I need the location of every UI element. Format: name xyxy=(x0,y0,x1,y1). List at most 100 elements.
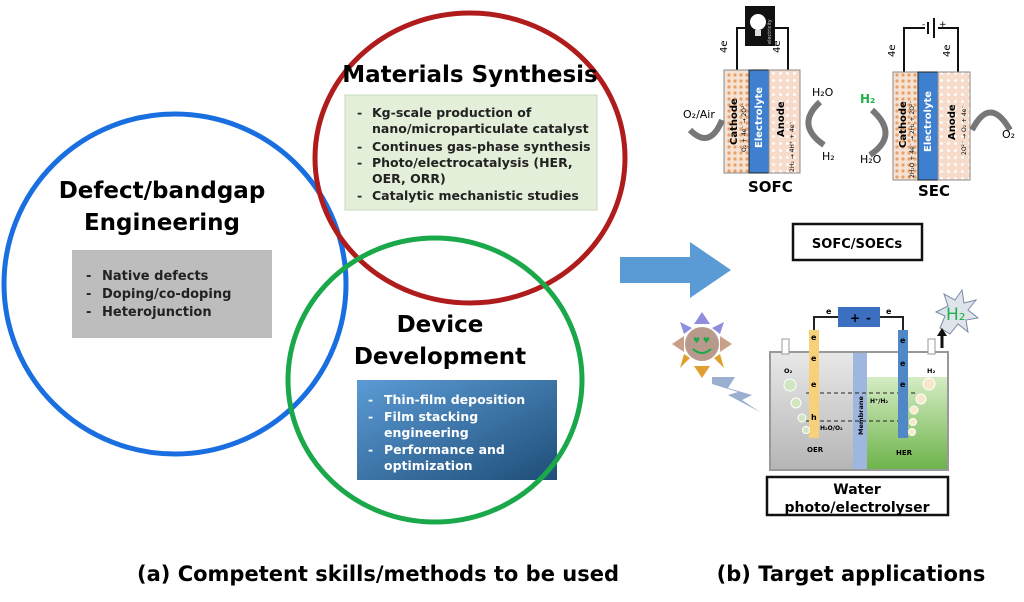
electrolyser-label-box xyxy=(765,475,950,517)
arrow-icon xyxy=(620,242,731,298)
svg-text:e: e xyxy=(900,336,906,345)
svg-text:SOFC/SOECs: SOFC/SOECs xyxy=(812,237,902,252)
sec-diagram: + - 4e 4e Cathode 2H₂O + 4e⁻ → 2H₂ + 2O²… xyxy=(860,18,1015,200)
sun-icon: ♥ ♥ xyxy=(672,312,760,412)
svg-text:-: - xyxy=(86,269,91,284)
svg-text:-: - xyxy=(368,392,373,407)
electron-label: 4e xyxy=(887,44,898,57)
svg-text:Membrane: Membrane xyxy=(857,395,865,435)
device-title: Development xyxy=(354,344,526,370)
electron-label: 4e xyxy=(719,40,730,53)
device-box xyxy=(357,380,557,480)
svg-text:e: e xyxy=(811,380,817,389)
svg-text:e: e xyxy=(900,359,906,368)
svg-text:e: e xyxy=(811,354,817,363)
materials-title: Materials Synthesis xyxy=(342,62,598,88)
svg-text:e: e xyxy=(811,333,817,342)
svg-text:photo/electrolyser: photo/electrolyser xyxy=(785,500,930,516)
svg-text:-: - xyxy=(368,442,373,457)
power-source xyxy=(838,307,880,327)
materials-item: OER, ORR) xyxy=(372,171,446,186)
materials-item: Continues gas-phase synthesis xyxy=(372,139,591,154)
svg-text:-: - xyxy=(866,311,871,325)
device-item: engineering xyxy=(384,425,469,440)
svg-text:e: e xyxy=(826,307,832,316)
caption-a: (a) Competent skills/methods to be used xyxy=(137,562,619,586)
defect-circle xyxy=(1,111,349,457)
defect-item: Native defects xyxy=(102,269,209,284)
venn: Materials Synthesis -Kg-scale production… xyxy=(1,10,628,525)
device-item: optimization xyxy=(384,458,473,473)
lightning-icon xyxy=(712,377,760,412)
svg-text:Cathode: Cathode xyxy=(898,101,909,148)
defect-box xyxy=(72,250,272,338)
svg-text:2H₂ → 4H⁺ + 4e⁻: 2H₂ → 4H⁺ + 4e⁻ xyxy=(789,121,796,172)
device-item: Film stacking xyxy=(384,409,478,424)
defect-item: Doping/co-doping xyxy=(102,287,231,302)
svg-text:+: + xyxy=(939,20,947,30)
defect-item: Heterojunction xyxy=(102,305,212,320)
svg-text:Anode: Anode xyxy=(776,101,787,137)
svg-text:♥ ♥: ♥ ♥ xyxy=(693,336,710,345)
materials-circle xyxy=(312,10,628,306)
svg-text:Electrolyte: Electrolyte xyxy=(754,87,765,148)
svg-text:OER: OER xyxy=(807,446,824,454)
svg-text:e: e xyxy=(886,307,892,316)
svg-text:O₂ + 4e⁻ → 2O²⁻: O₂ + 4e⁻ → 2O²⁻ xyxy=(741,102,748,152)
svg-text:H₂: H₂ xyxy=(822,150,835,163)
svg-text:-: - xyxy=(922,20,925,30)
svg-text:Water: Water xyxy=(833,482,881,498)
defect-title: Engineering xyxy=(84,210,240,236)
svg-text:H₂O/O₂: H₂O/O₂ xyxy=(820,425,843,432)
materials-item: nano/microparticulate catalyst xyxy=(372,121,589,136)
svg-text:-: - xyxy=(368,409,373,424)
photoanode xyxy=(809,330,819,438)
svg-text:H₂: H₂ xyxy=(927,367,935,375)
svg-text:h: h xyxy=(811,413,817,422)
svg-text:-: - xyxy=(86,305,91,320)
svg-text:H₂O: H₂O xyxy=(860,153,882,166)
electron-label: 4e xyxy=(772,40,783,53)
defect-title: Defect/bandgap xyxy=(59,178,266,204)
svg-text:O₂/Air: O₂/Air xyxy=(683,108,715,121)
device-title: Device xyxy=(397,312,484,338)
svg-text:electricity: electricity xyxy=(767,19,773,44)
sofc-label: SOFC xyxy=(748,178,793,196)
svg-text:+: + xyxy=(850,311,860,325)
svg-text:-: - xyxy=(86,287,91,302)
device-item: Performance and xyxy=(384,442,505,457)
sofc-diagram: electricity 4e 4e Cathode O₂ + 4e⁻ → 2O²… xyxy=(683,6,835,196)
membrane xyxy=(853,352,867,470)
caption-b: (b) Target applications xyxy=(717,562,986,586)
svg-text:-: - xyxy=(357,139,362,154)
svg-text:e: e xyxy=(900,380,906,389)
svg-text:Anode: Anode xyxy=(947,104,958,140)
svg-text:H₂: H₂ xyxy=(946,305,966,325)
device-item: Thin-film deposition xyxy=(384,392,525,407)
svg-text:Cathode: Cathode xyxy=(729,98,740,145)
materials-item: Kg-scale production of xyxy=(372,105,532,120)
svg-text:-: - xyxy=(357,155,362,170)
svg-text:H₂O: H₂O xyxy=(812,86,834,99)
sec-label: SEC xyxy=(918,182,950,200)
svg-text:H⁺/H₂: H⁺/H₂ xyxy=(870,398,888,405)
materials-box xyxy=(344,94,598,211)
svg-text:H₂: H₂ xyxy=(860,92,875,106)
svg-text:O₂: O₂ xyxy=(1002,128,1015,141)
svg-text:Electrolyte: Electrolyte xyxy=(923,91,934,152)
electrolyser-diagram: Membrane + - e e e e e h e e e O₂ H₂ H₂O… xyxy=(769,288,980,471)
electron-label: 4e xyxy=(942,44,953,57)
svg-text:O₂: O₂ xyxy=(784,367,793,375)
svg-text:-: - xyxy=(357,188,362,203)
h2-burst-icon xyxy=(934,288,980,335)
materials-item: Catalytic mechanistic studies xyxy=(372,188,579,203)
svg-text:HER: HER xyxy=(896,449,913,457)
svg-text:-: - xyxy=(357,105,362,120)
sofc-soec-box xyxy=(791,222,924,262)
materials-item: Photo/electrocatalysis (HER, xyxy=(372,155,573,170)
photocathode xyxy=(898,330,908,438)
device-circle xyxy=(285,235,585,525)
svg-text:2H₂O + 4e⁻ → 2H₂ + 2O²⁻: 2H₂O + 4e⁻ → 2H₂ + 2O²⁻ xyxy=(909,100,916,178)
svg-text:2O²⁻ → O₂ + 4e⁻: 2O²⁻ → O₂ + 4e⁻ xyxy=(961,105,968,155)
